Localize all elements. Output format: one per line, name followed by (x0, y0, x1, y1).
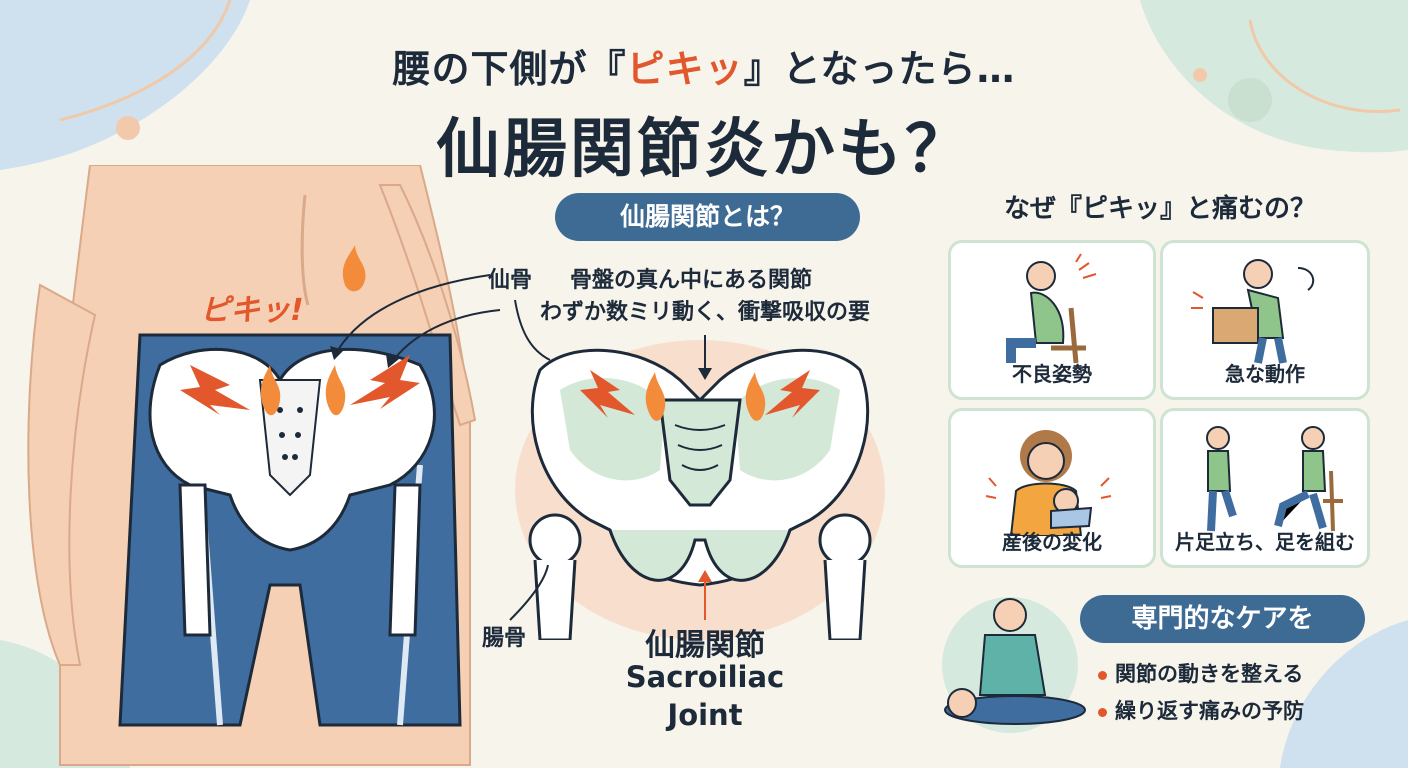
cause-label-leg-habits: 片足立ち、足を組む (1175, 530, 1355, 554)
what-is-sij-badge: 仙腸関節とは？ (555, 193, 860, 241)
headline: 腰の下側が『ピキッ』となったら… (0, 38, 1408, 93)
cause-label-posture: 不良姿勢 (1012, 362, 1092, 386)
why-heading: なぜ『ピキッ』と痛むの？ (1003, 194, 1316, 224)
pain-exclamation: ピキッ! (200, 293, 304, 328)
care-item-2: 繰り返す痛みの予防 (1098, 695, 1304, 725)
sij-name-en-2: Joint (667, 698, 743, 732)
cause-card-posture: 不良姿勢 (948, 240, 1156, 400)
bullet-dot (1098, 670, 1107, 680)
sacrum-label: 仙骨 (488, 268, 533, 293)
lifting-box-person-icon (1191, 259, 1315, 364)
cause-label-postpartum: 産後の変化 (1002, 530, 1102, 554)
slouched-sitting-person-icon (1006, 253, 1097, 364)
care-item-1-text: 関節の動きを整える (1115, 662, 1304, 686)
professional-care-badge: 専門的なケアを (1080, 595, 1365, 643)
pelvis-diagram (509, 335, 885, 640)
bullet-dot (1098, 707, 1107, 717)
headline-accent: ピキッ (626, 47, 744, 91)
therapist-illustration (942, 597, 1086, 733)
page-title: 仙腸関節炎かも？ (436, 113, 972, 187)
care-item-1: 関節の動きを整える (1098, 658, 1303, 688)
sij-description-line1: 骨盤の真ん中にある関節 (570, 268, 813, 293)
lower-back-illustration (27, 165, 477, 766)
sij-description-line2: わずか数ミリ動く、衝撃吸収の要 (540, 300, 871, 325)
label-arrows (330, 274, 551, 368)
ilium-label: 腸骨 (482, 626, 527, 651)
sij-name-jp: 仙腸関節 (645, 628, 765, 663)
headline-suffix: 』となったら… (743, 47, 1016, 91)
cause-label-sudden-motion: 急な動作 (1225, 362, 1305, 386)
headline-prefix: 腰の下側が『 (392, 47, 627, 91)
cause-card-sudden-motion: 急な動作 (1160, 240, 1370, 400)
sij-name-en-1: Sacroiliac (625, 660, 785, 694)
standing-and-crossed-legs-icon (1206, 426, 1343, 532)
mother-with-baby-icon (985, 430, 1112, 536)
care-item-2-text: 繰り返す痛みの予防 (1115, 699, 1304, 723)
cause-card-postpartum: 産後の変化 (948, 408, 1156, 568)
cause-card-leg-habits: 片足立ち、足を組む (1160, 408, 1370, 568)
